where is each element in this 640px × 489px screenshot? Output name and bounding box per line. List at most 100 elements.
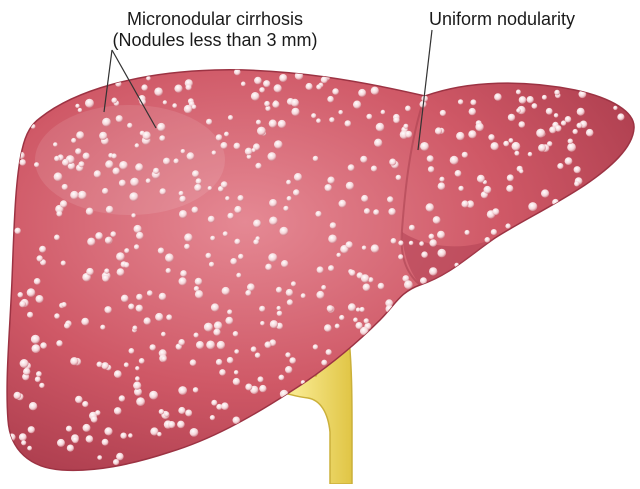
nodule bbox=[111, 98, 117, 104]
nodule bbox=[426, 203, 434, 211]
nodule bbox=[190, 359, 197, 366]
nodule bbox=[263, 80, 270, 87]
nodule bbox=[71, 138, 76, 143]
nodule bbox=[177, 421, 185, 429]
nodule bbox=[139, 358, 145, 364]
nodule bbox=[484, 186, 492, 194]
nodule bbox=[211, 303, 219, 311]
nodule bbox=[353, 101, 361, 109]
nodule bbox=[374, 139, 382, 147]
nodule bbox=[421, 251, 428, 258]
nodule bbox=[245, 148, 253, 156]
nodule bbox=[311, 113, 316, 118]
nodule bbox=[335, 324, 340, 329]
nodule bbox=[61, 302, 66, 307]
nodule bbox=[136, 397, 145, 406]
nodule bbox=[208, 216, 215, 223]
nodule bbox=[381, 110, 386, 115]
nodule bbox=[428, 166, 434, 172]
nodule bbox=[528, 152, 533, 157]
nodule bbox=[458, 186, 463, 191]
nodule bbox=[316, 291, 324, 299]
nodule bbox=[206, 253, 212, 259]
nodule bbox=[135, 143, 140, 148]
nodule bbox=[461, 200, 468, 207]
nodule bbox=[272, 101, 279, 108]
nodule bbox=[154, 87, 163, 96]
nodule bbox=[327, 305, 334, 312]
nodule bbox=[435, 127, 442, 134]
nodule bbox=[86, 268, 94, 276]
nodule bbox=[21, 440, 26, 445]
nodule bbox=[358, 89, 366, 97]
nodule bbox=[503, 141, 509, 147]
nodule bbox=[519, 121, 526, 128]
nodule bbox=[35, 376, 41, 382]
nodule bbox=[81, 318, 89, 326]
nodule bbox=[128, 433, 133, 438]
nodule bbox=[506, 185, 513, 192]
nodule bbox=[285, 366, 292, 373]
nodule bbox=[15, 228, 21, 234]
nodule bbox=[179, 191, 184, 196]
nodule bbox=[36, 295, 44, 303]
nodule bbox=[67, 445, 74, 452]
nodule bbox=[105, 160, 113, 168]
nodule bbox=[212, 151, 217, 156]
nodule bbox=[76, 131, 84, 139]
nodule bbox=[279, 74, 287, 82]
nodule bbox=[245, 384, 252, 391]
nodule bbox=[276, 287, 282, 293]
nodule bbox=[168, 421, 175, 428]
nodule bbox=[62, 184, 68, 190]
nodule bbox=[546, 108, 553, 115]
nodule bbox=[294, 173, 302, 181]
nodule bbox=[469, 108, 476, 115]
nodule bbox=[259, 306, 265, 312]
nodule bbox=[119, 395, 125, 401]
nodule bbox=[547, 141, 552, 146]
nodule bbox=[274, 84, 282, 92]
nodule bbox=[192, 207, 199, 214]
nodule bbox=[75, 148, 81, 154]
nodule bbox=[398, 240, 403, 245]
nodule bbox=[362, 246, 367, 251]
nodule bbox=[268, 253, 277, 262]
nodule bbox=[221, 402, 229, 410]
nodule bbox=[54, 172, 63, 181]
nodule bbox=[29, 402, 37, 410]
nodule bbox=[19, 433, 27, 441]
nodule bbox=[217, 341, 225, 349]
nodule bbox=[172, 103, 177, 108]
nodule bbox=[586, 129, 594, 137]
nodule bbox=[37, 255, 43, 261]
nodule bbox=[313, 344, 318, 349]
nodule bbox=[527, 96, 534, 103]
nodule bbox=[387, 196, 393, 202]
nodule bbox=[180, 270, 187, 277]
nodule bbox=[361, 274, 369, 282]
nodule bbox=[179, 277, 187, 285]
nodule bbox=[19, 159, 26, 166]
nodule bbox=[86, 208, 94, 216]
nodule bbox=[253, 220, 261, 228]
nodule bbox=[155, 313, 163, 321]
nodule bbox=[269, 120, 277, 128]
nodule bbox=[376, 123, 385, 132]
nodule bbox=[129, 348, 135, 354]
nodule bbox=[233, 331, 239, 337]
nodule bbox=[507, 174, 514, 181]
nodule bbox=[70, 357, 78, 365]
nodule bbox=[104, 268, 109, 273]
nodule bbox=[287, 299, 293, 305]
nodule bbox=[291, 281, 296, 286]
nodule bbox=[83, 153, 90, 160]
nodule bbox=[143, 131, 151, 139]
nodule bbox=[485, 237, 491, 243]
nodule bbox=[388, 208, 395, 215]
nodule bbox=[34, 162, 39, 167]
nodule bbox=[133, 382, 141, 390]
nodule bbox=[165, 253, 174, 262]
nodule bbox=[209, 262, 214, 267]
nodule bbox=[328, 235, 337, 244]
